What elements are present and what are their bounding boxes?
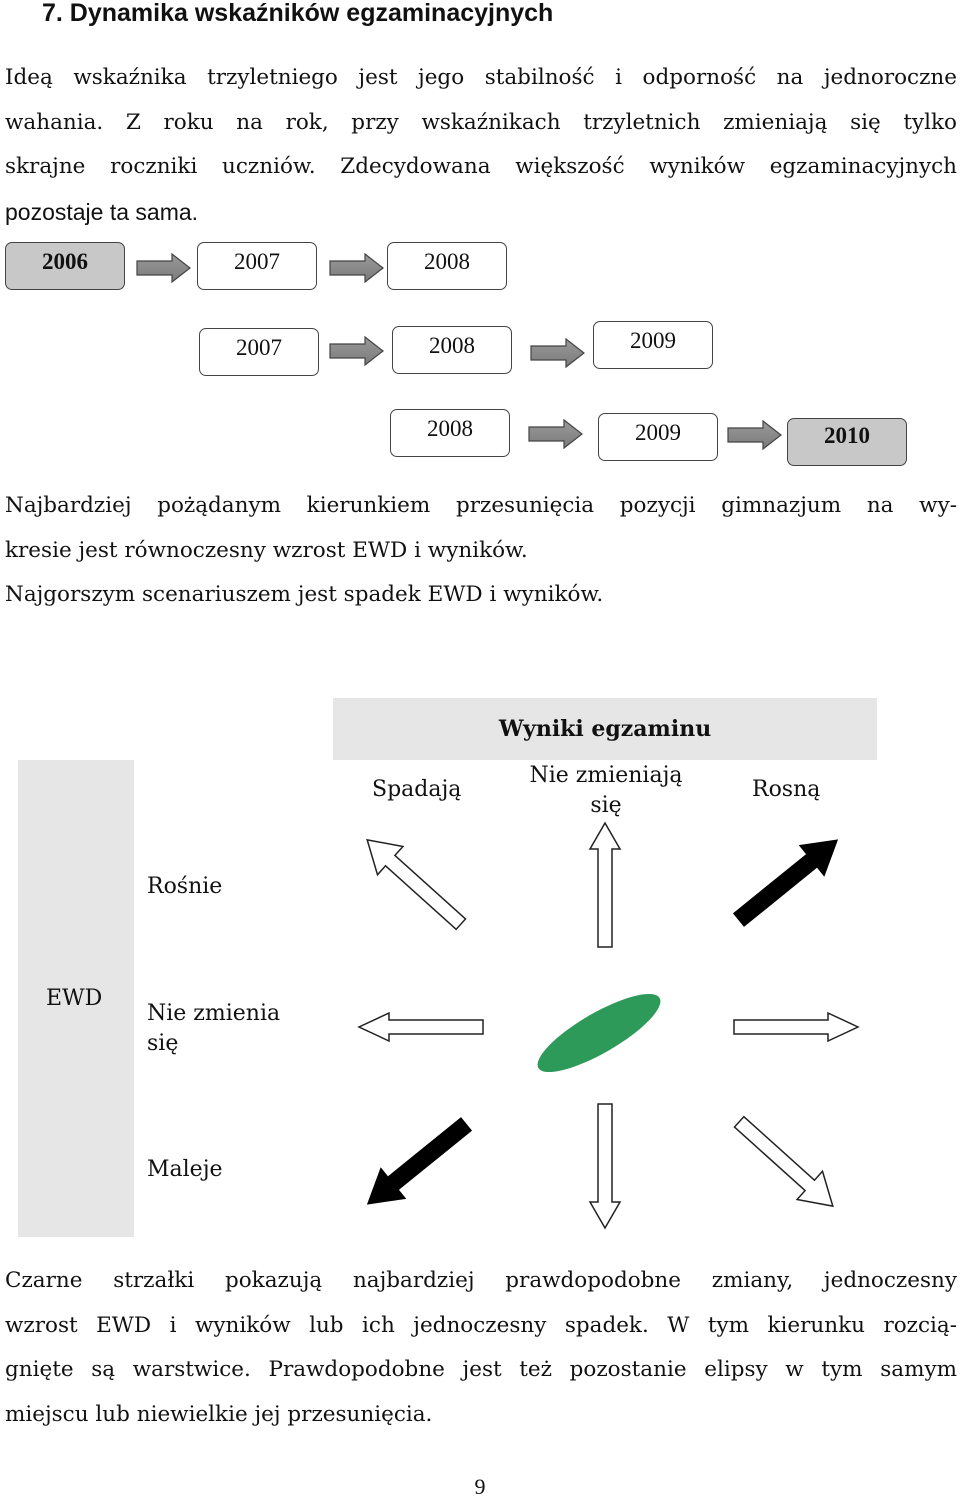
arrow-left-icon <box>357 1011 484 1043</box>
year-box: 2006 <box>5 242 125 290</box>
intro-line: wahania. Z roku na rok, przy wskaźnikach… <box>5 109 957 135</box>
arrow-down-left-icon <box>366 1117 473 1205</box>
year-box: 2007 <box>197 242 317 290</box>
col-header-rising: Rosną <box>752 777 821 802</box>
arrow-up-icon <box>588 821 622 948</box>
right-arrow-icon <box>530 337 585 369</box>
arrow-down-icon <box>588 1103 622 1230</box>
closing-line: wzrost EWD i wyników lub ich jednoczesny… <box>5 1312 957 1338</box>
arrow-down-right-icon <box>733 1115 834 1208</box>
row-header-rising: Rośnie <box>147 874 223 899</box>
right-arrow-icon <box>528 418 583 450</box>
closing-line: Czarne strzałki pokazują najbardziej pra… <box>5 1268 957 1293</box>
closing-line: miejscu lub niewielkie jej przesunięcia. <box>5 1401 433 1427</box>
year-box: 2008 <box>390 409 510 457</box>
closing-line: gnięte są warstwice. Prawdopodobne jest … <box>5 1357 957 1382</box>
arrow-up-right-icon <box>732 839 839 927</box>
results-header: Wyniki egzaminu <box>498 716 712 742</box>
arrow-up-left-icon <box>366 838 467 931</box>
col-header-nochange: Nie zmieniają się <box>529 763 683 818</box>
year-box: 2009 <box>598 413 718 461</box>
year-box: 2007 <box>199 328 319 376</box>
intro-line: pozostaje ta sama. <box>5 198 199 225</box>
right-arrow-icon <box>329 252 384 284</box>
closing-paragraph: Czarne strzałki pokazują najbardziej pra… <box>5 1259 957 1437</box>
section-heading: 7. Dynamika wskaźników egzaminacyjnych <box>42 0 554 27</box>
results-header-band <box>333 698 877 760</box>
right-arrow-icon <box>727 419 782 451</box>
middle-line: Najgorszym scenariuszem jest spadek EWD … <box>5 582 604 607</box>
intro-line: Ideą wskaźnika trzyletniego jest jego st… <box>5 65 957 90</box>
year-box: 2010 <box>787 418 907 466</box>
middle-paragraph: Najbardziej pożądanym kierunkiem przesun… <box>5 484 957 618</box>
right-arrow-icon <box>329 335 384 367</box>
page-number: 9 <box>474 1474 486 1499</box>
ewd-label: EWD <box>46 986 103 1011</box>
row-header-nochange: Nie zmienia się <box>147 1001 281 1056</box>
intro-line: skrajne roczniki uczniów. Zdecydowana wi… <box>5 154 957 179</box>
year-box: 2008 <box>392 326 512 374</box>
year-box: 2009 <box>593 321 713 369</box>
ewd-side-band <box>18 760 134 1237</box>
arrow-right-icon <box>733 1011 860 1043</box>
middle-line: Najbardziej pożądanym kierunkiem przesun… <box>5 493 957 518</box>
col-header-falling: Spadają <box>372 777 462 802</box>
center-ellipse <box>537 993 661 1073</box>
intro-paragraph: Ideą wskaźnika trzyletniego jest jego st… <box>5 56 957 234</box>
middle-line: kresie jest równoczesny wzrost EWD i wyn… <box>5 537 528 563</box>
year-box: 2008 <box>387 242 507 290</box>
right-arrow-icon <box>136 252 191 284</box>
row-header-falling: Maleje <box>147 1157 223 1182</box>
